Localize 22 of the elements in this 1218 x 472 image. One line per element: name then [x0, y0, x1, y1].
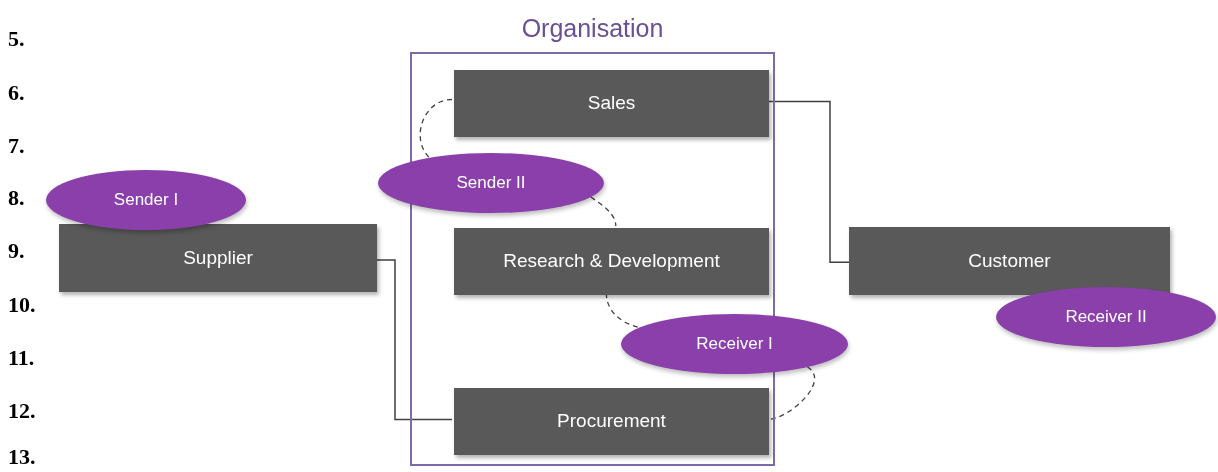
- process-box: Sales: [454, 70, 769, 137]
- list-number: 11.: [8, 347, 35, 369]
- dashed-connector: [590, 196, 617, 227]
- dashed-connector: [419, 98, 453, 159]
- list-number: 10.: [8, 294, 36, 316]
- group-title: Organisation: [521, 13, 664, 44]
- process-box: Procurement: [454, 388, 769, 455]
- process-box: Supplier: [59, 224, 377, 292]
- process-box: Research & Development: [454, 228, 769, 295]
- list-number: 13.: [8, 446, 36, 468]
- role-ellipse: Receiver II: [996, 287, 1216, 347]
- role-ellipse: Receiver I: [621, 314, 848, 374]
- process-box: Customer: [849, 227, 1170, 295]
- list-number: 5.: [8, 28, 25, 50]
- list-number: 8.: [8, 187, 25, 209]
- list-number: 12.: [8, 400, 36, 422]
- role-ellipse: Sender I: [46, 170, 246, 230]
- list-number: 9.: [8, 240, 25, 262]
- role-ellipse: Sender II: [378, 153, 604, 213]
- list-number: 6.: [8, 82, 25, 104]
- list-number: 7.: [8, 135, 25, 157]
- connector-line: [376, 259, 453, 421]
